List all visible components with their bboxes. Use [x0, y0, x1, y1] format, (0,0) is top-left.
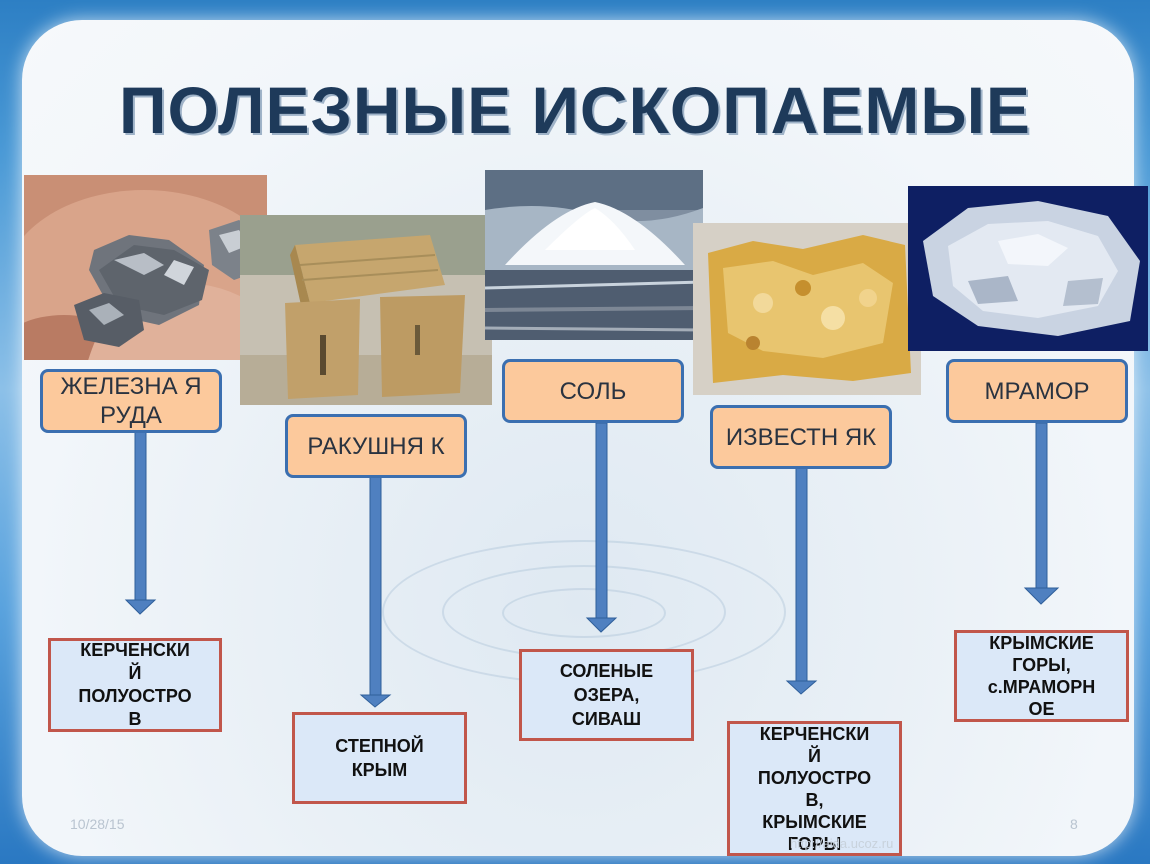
shell-rock-photo [240, 215, 492, 405]
iron-ore-photo [24, 175, 267, 360]
salt-photo [485, 170, 703, 340]
location-box-iron-ore: КЕРЧЕНСКИ Й ПОЛУОСТРО В [48, 638, 222, 732]
mineral-label-shell-rock: РАКУШНЯ К [285, 414, 467, 478]
location-box-salt: СОЛЕНЫЕ ОЗЕРА, СИВАШ [519, 649, 694, 741]
mineral-label-marble: МРАМОР [946, 359, 1128, 423]
limestone-photo [693, 223, 921, 395]
location-box-marble: КРЫМСКИЕ ГОРЫ, с.МРАМОРН ОЕ [954, 630, 1129, 722]
location-box-shell-rock: СТЕПНОЙ КРЫМ [292, 712, 467, 804]
mineral-label-iron-ore: ЖЕЛЕЗНА Я РУДА [40, 369, 222, 433]
watermark: http://aida.ucoz.ru [790, 836, 894, 851]
slide-date: 10/28/15 [70, 816, 125, 832]
water-ripple [502, 588, 666, 638]
slide-number: 8 [1070, 816, 1078, 832]
marble-photo [908, 186, 1148, 351]
slide-title: ПОЛЕЗНЫЕ ИСКОПАЕМЫЕ [119, 73, 1031, 147]
location-box-limestone: КЕРЧЕНСКИ Й ПОЛУОСТРО В, КРЫМСКИЕ ГОРЫ [727, 721, 902, 856]
mineral-label-salt: СОЛЬ [502, 359, 684, 423]
mineral-label-limestone: ИЗВЕСТН ЯК [710, 405, 892, 469]
